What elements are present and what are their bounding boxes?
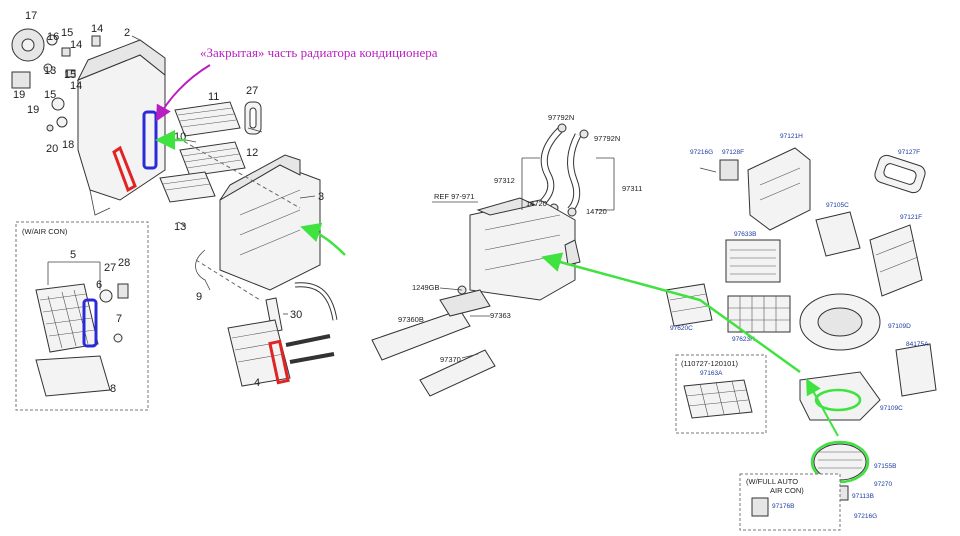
part-number: 97311 — [622, 184, 642, 193]
part-number: 14 — [70, 39, 82, 51]
part-number: 97623H — [732, 336, 755, 343]
part-number: 1249GB — [412, 283, 440, 292]
part-number: 15 — [64, 69, 76, 81]
part-number: 28 — [118, 257, 130, 269]
actuator-part — [719, 159, 739, 181]
part-number: 17 — [25, 10, 37, 22]
part-number: 97109D — [888, 323, 911, 330]
part-number: 97121F — [900, 214, 922, 221]
part-number: 97370 — [440, 355, 461, 364]
middle-exploded-view: 97792N 97792N 97312 97311 14720 14720 RE… — [371, 113, 642, 397]
part-number: 19 — [13, 89, 25, 101]
resistor-part — [11, 71, 31, 89]
sensor-part — [117, 283, 129, 299]
part-number: 97105C — [826, 202, 849, 209]
auto-box-title-2: AIR CON) — [770, 486, 804, 495]
part-number: REF 97-971 — [434, 192, 474, 201]
duct-part — [371, 309, 471, 361]
inset-title: (W/AIR CON) — [22, 227, 68, 236]
part-number: 97363 — [490, 311, 511, 320]
cabin-filter-parts — [159, 101, 246, 203]
clip-part — [113, 333, 123, 343]
part-number: 30 — [290, 309, 302, 321]
part-number: 97620C — [670, 325, 693, 332]
part-number: 15 — [44, 89, 56, 101]
case-part — [869, 224, 923, 297]
part-number: 97216G — [690, 149, 713, 156]
annotation-arrows — [155, 64, 839, 437]
part-number: 97109C — [880, 405, 903, 412]
part-number: 8 — [110, 383, 116, 395]
part-number: 4 — [254, 377, 260, 389]
part-number: 5 — [70, 249, 76, 261]
annotation-body: Закрытая» часть радиатора кондиционера — [207, 45, 438, 60]
part-number: 97128F — [722, 149, 744, 156]
part-number: 97312 — [494, 176, 515, 185]
part-number: 97792N — [594, 134, 620, 143]
part-number: 2 — [124, 27, 130, 39]
part-number: 6 — [96, 279, 102, 291]
part-number: 97360B — [398, 315, 424, 324]
part-number: 7 — [116, 313, 122, 325]
left-exploded-view: 17 16 15 14 2 14 15 13 14 19 15 19 18 20… — [11, 10, 338, 389]
part-number: 16 — [47, 31, 59, 43]
red-heater-marker — [268, 339, 290, 385]
part-number: 19 — [27, 104, 39, 116]
annotation-quote: « — [200, 45, 207, 60]
part-number: 27 — [104, 262, 116, 274]
blower-disc-part — [11, 28, 45, 89]
part-number: 3 — [318, 191, 324, 203]
hvac-case-part — [219, 154, 321, 291]
part-number: 13 — [44, 65, 56, 77]
part-number: 18 — [62, 139, 74, 151]
part-number: 20 — [46, 143, 58, 155]
part-number: 97633B — [734, 231, 756, 238]
blower-housing-part — [469, 197, 581, 301]
part-number: 13 — [174, 221, 186, 233]
heater-housing-part — [76, 39, 166, 216]
insulator-part — [895, 343, 937, 397]
blue-evaporator-marker-inset — [82, 298, 98, 348]
scroll-case-part — [799, 371, 881, 421]
expansion-valve-part — [99, 289, 113, 303]
annotation-text: «Закрытая» часть радиатора кондиционера — [200, 45, 438, 60]
part-number: 14720 — [586, 207, 607, 216]
air-con-inset: (W/AIR CON) 5 27 28 6 7 8 — [15, 221, 149, 411]
part-number: 84175A — [906, 341, 929, 348]
part-number: 97121H — [780, 133, 803, 140]
part-number: 14 — [70, 80, 82, 92]
part-number: 97792N — [548, 113, 574, 122]
part-number: 11 — [208, 91, 219, 103]
part-number: 9 — [196, 291, 202, 303]
duct-part — [439, 289, 491, 317]
small-actuator-parts — [43, 34, 101, 132]
cabin-filter-part — [725, 239, 781, 283]
part-number: 97155B — [874, 463, 896, 470]
door-part — [815, 211, 861, 257]
part-number: 27 — [246, 85, 258, 97]
part-number: 12 — [246, 147, 258, 159]
part-number: 14 — [91, 23, 103, 35]
red-radiator-marker — [112, 145, 137, 193]
drain-hose-part — [195, 249, 211, 291]
duct-part — [419, 349, 496, 397]
evaporator-cover-part — [35, 355, 111, 397]
part-number: 97127F — [898, 149, 920, 156]
part-number: 97176B — [772, 503, 794, 510]
part-number: 97270 — [874, 481, 892, 488]
right-exploded-view: (110727-120101) 97163A (W/FULL AUTO AIR … — [665, 133, 937, 531]
intake-housing-part — [747, 147, 811, 231]
part-number: 97163A — [700, 370, 723, 377]
part-number: 15 — [61, 27, 73, 39]
part-number: 97216G — [854, 513, 877, 520]
part-number: 97113B — [852, 493, 874, 500]
part-number: 14720 — [526, 199, 547, 208]
auto-box-title: (W/FULL AUTO — [746, 477, 798, 486]
date-box-title: (110727-120101) — [681, 359, 738, 368]
